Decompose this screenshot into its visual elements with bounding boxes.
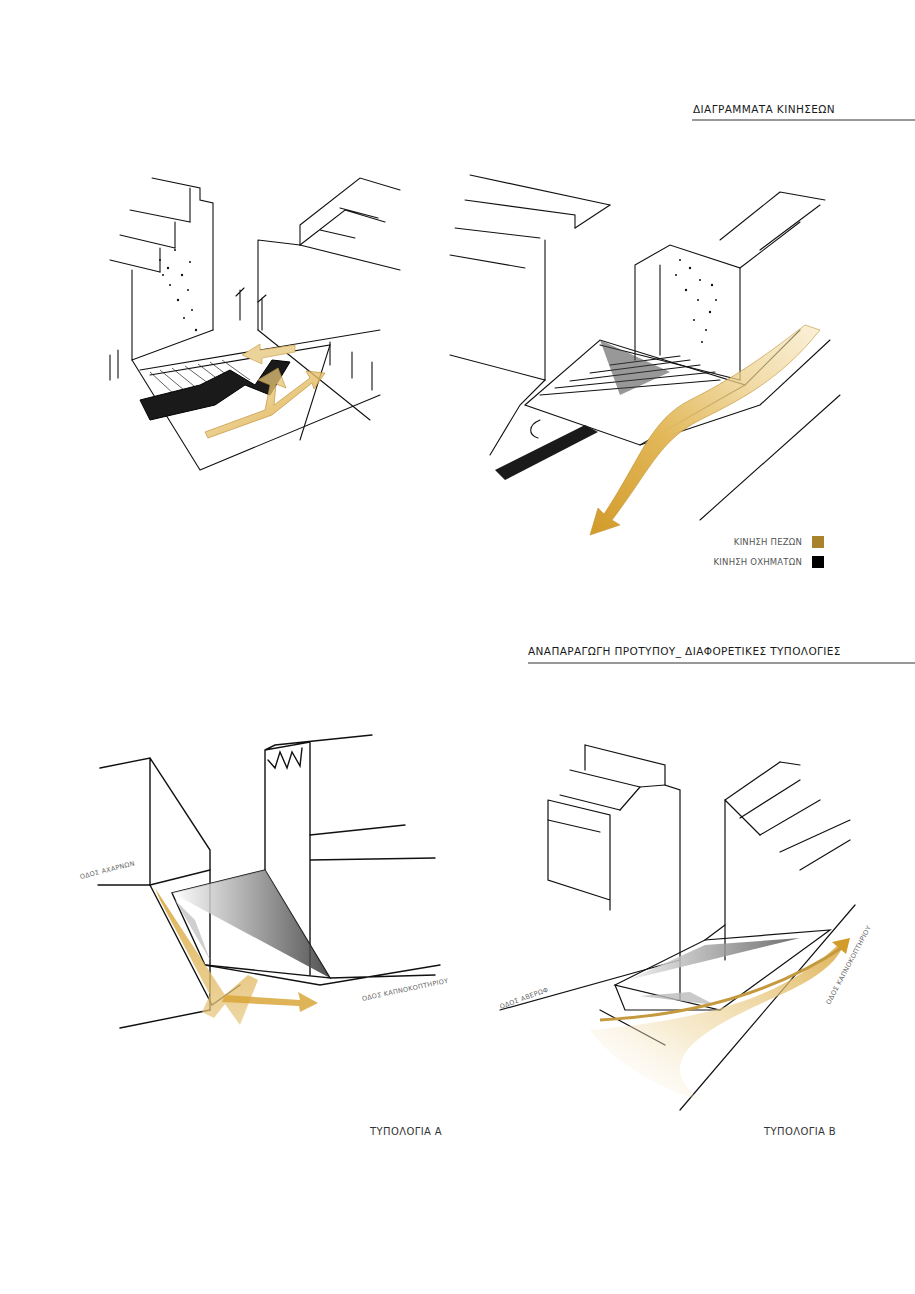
legend-swatch <box>812 536 824 548</box>
street-label: ΟΔΟΣ ΑΧΑΡΝΩΝ <box>79 859 136 880</box>
street-label: ΟΔΟΣ ΚΑΠΝΟΚΟΠΤΗΡΙΟΥ <box>824 924 872 1006</box>
section-heading: ΑΝΑΠΑΡΑΓΩΓΗ ΠΡΟΤΥΠΟΥ_ ΔΙΑΦΟΡΕΤΙΚΕΣ ΤΥΠΟΛ… <box>528 645 841 657</box>
legend-swatch <box>812 556 824 568</box>
typology-label: ΤΥΠΟΛΟΓΙΑ Α <box>370 1126 442 1137</box>
legend-label: ΚΙΝΗΣΗ ΟΧΗΜΑΤΩΝ <box>714 557 802 567</box>
street-label: ΟΔΟΣ ΚΑΠΝΟΚΟΠΤΗΡΙΟΥ <box>361 977 449 1003</box>
section-heading: ΔΙΑΓΡΑΜΜΑΤΑ ΚΙΝΗΣΕΩΝ <box>693 103 835 115</box>
legend-label: ΚΙΝΗΣΗ ΠΕΖΩΝ <box>734 537 802 547</box>
typology-label: ΤΥΠΟΛΟΓΙΑ Β <box>764 1126 836 1137</box>
